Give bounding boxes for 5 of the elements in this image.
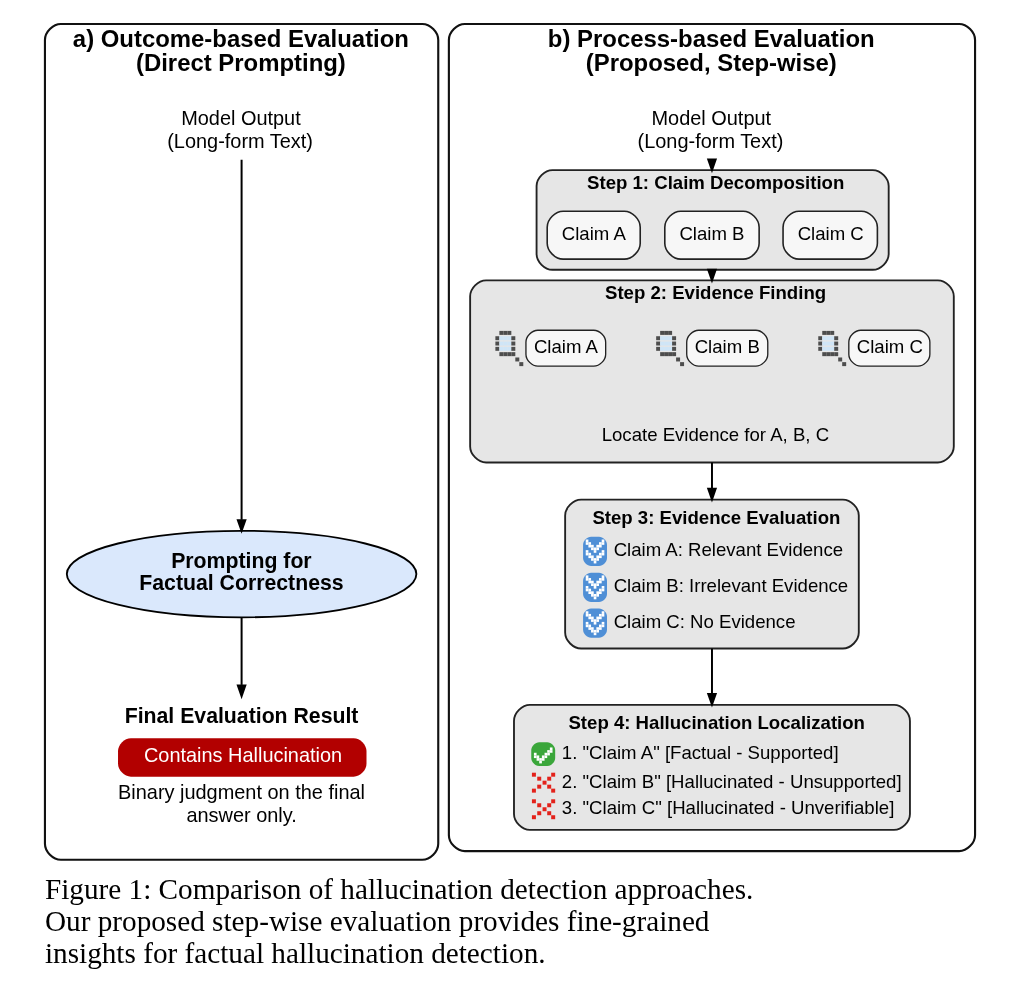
node-text: Model Output (Long-form Text) <box>167 106 313 152</box>
node-label: Binary judgment on the final answer only. <box>118 781 365 826</box>
node-text: Model Output (Long-form Text) <box>637 106 784 152</box>
caption: Figure 1: Comparison of hallucination detection approaches. Our proposed step-wise evaluation provides fine-grained insights for factual hallucination detection. <box>44 873 754 969</box>
node-label: Final Evaluation Result <box>124 704 359 729</box>
